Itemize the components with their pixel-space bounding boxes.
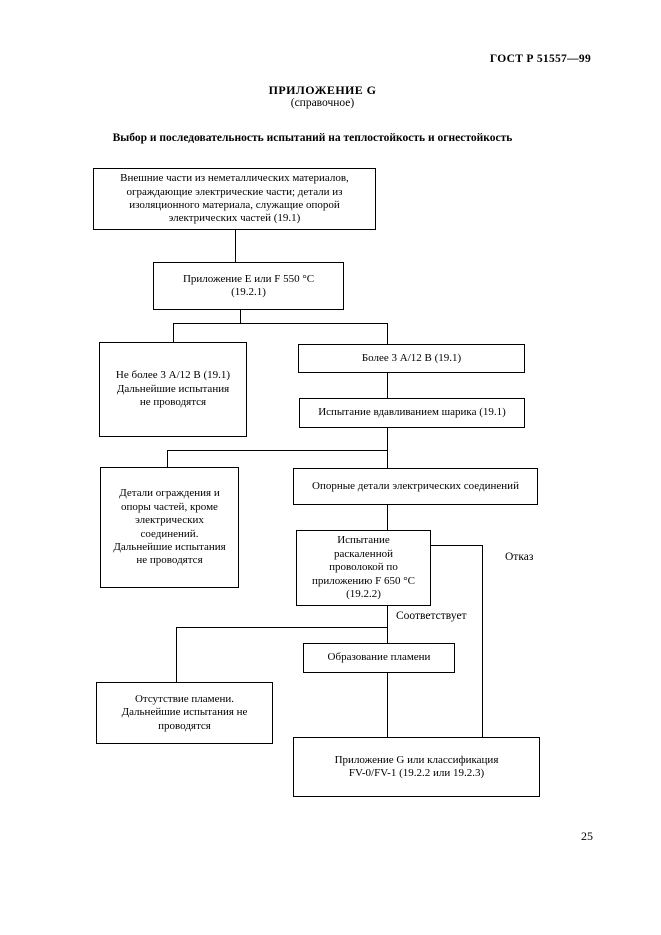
- connector-line: [387, 428, 388, 468]
- connector-line: [176, 627, 177, 682]
- connector-line: [167, 450, 388, 451]
- connector-line: [235, 230, 236, 262]
- connector-line: [387, 606, 388, 643]
- flowchart-box-support-parts: Опорные детали электрических соединений: [293, 468, 538, 505]
- connector-line: [173, 323, 388, 324]
- connector-line: [387, 323, 388, 344]
- connector-line: [240, 310, 241, 324]
- standard-number-header: ГОСТ Р 51557—99: [489, 53, 591, 65]
- page-number: 25: [581, 829, 593, 843]
- appendix-subtitle: (справочное): [290, 97, 355, 109]
- diagram-title: Выбор и последовательность испытаний на …: [112, 132, 513, 144]
- edge-label-pass: Соответствует: [396, 610, 467, 622]
- flowchart-box-more-3a-12v: Более 3 А/12 В (19.1): [298, 344, 525, 373]
- flowchart-box-ball-pressure-test: Испытание вдавливанием шарика (19.1): [299, 398, 525, 428]
- connector-line: [387, 505, 388, 530]
- connector-line: [176, 627, 388, 628]
- flowchart-box-appendix-e-f-550: Приложение Е или F 550 °С (19.2.1): [153, 262, 344, 310]
- connector-line: [167, 450, 168, 467]
- edge-label-fail: Отказ: [505, 551, 534, 563]
- connector-line: [387, 673, 388, 737]
- flowchart-box-appendix-g-classification: Приложение G или классификация FV-0/FV-1…: [293, 737, 540, 797]
- flowchart-box-enclosure-parts: Детали ограждения и опоры частей, кроме …: [100, 467, 239, 588]
- connector-line: [173, 323, 174, 342]
- connector-line: [387, 373, 388, 398]
- connector-line: [430, 545, 483, 546]
- appendix-title: ПРИЛОЖЕНИЕ G: [268, 83, 377, 97]
- flowchart-box-flame-formation: Образование пламени: [303, 643, 455, 673]
- flowchart-box-not-more-3a-12v: Не более 3 А/12 В (19.1) Дальнейшие испы…: [99, 342, 247, 437]
- connector-line: [482, 545, 483, 738]
- flowchart-box-no-flame: Отсутствие пламени. Дальнейшие испытания…: [96, 682, 273, 744]
- flowchart-box-external-parts: Внешние части из неметаллических материа…: [93, 168, 376, 230]
- flowchart-box-glow-wire-test: Испытание раскаленной проволокой по прил…: [296, 530, 431, 606]
